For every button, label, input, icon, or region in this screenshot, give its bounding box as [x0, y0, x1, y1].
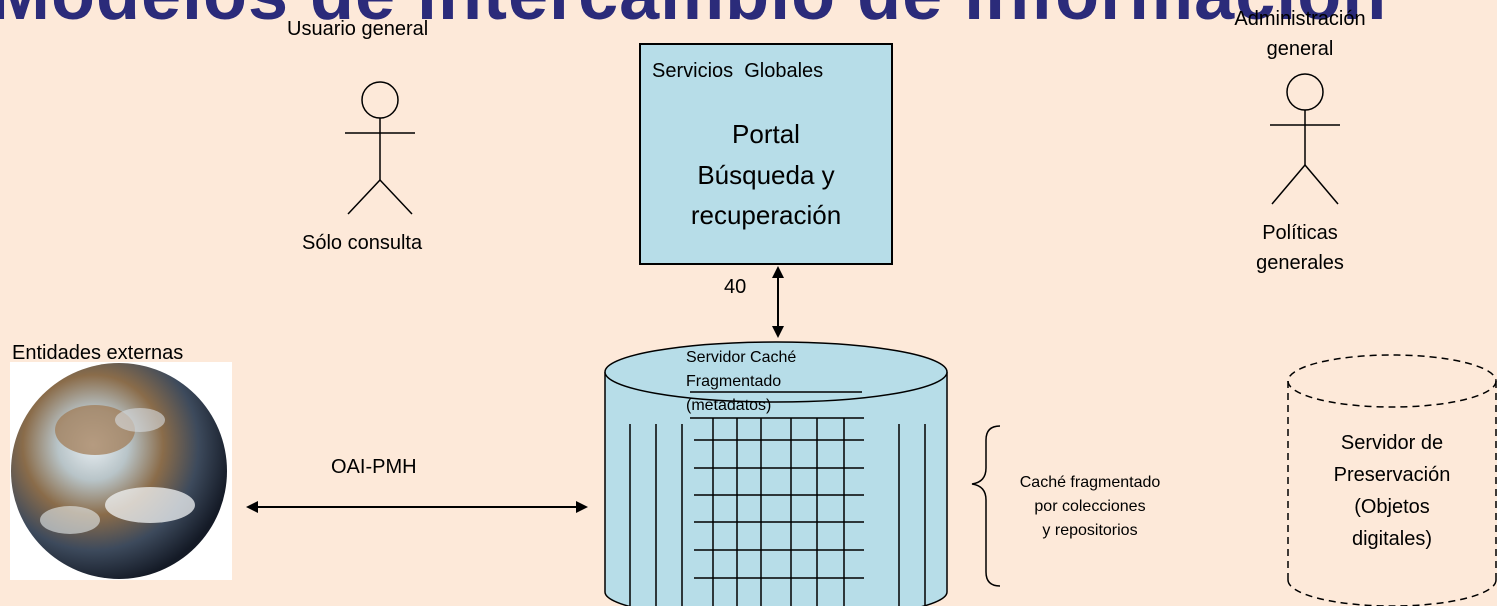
- protocol-label: OAI-PMH: [331, 456, 417, 478]
- fragment-note-2: por colecciones: [1034, 498, 1146, 515]
- preservation-label-3: (Objetos: [1354, 496, 1430, 518]
- preservation-label-1: Servidor de: [1340, 432, 1444, 454]
- earth-globe-icon: [10, 362, 232, 580]
- external-label: Entidades externas: [12, 342, 184, 364]
- portal-line-1: Portal: [732, 119, 800, 149]
- admin-bottom-label-2: generales: [1256, 252, 1344, 274]
- admin-top-label-1: Administración: [1234, 8, 1366, 30]
- admin-bottom-label-1: Políticas: [1262, 222, 1338, 244]
- cache-label-3: (metadatos): [686, 397, 772, 414]
- brace-icon: [971, 425, 1001, 587]
- cache-label-1: Servidor Caché: [686, 349, 797, 366]
- user-bottom-label: Sólo consulta: [302, 232, 423, 254]
- link-label: 40: [724, 276, 747, 298]
- cache-cylinder-icon: [604, 341, 948, 606]
- portal-line-3: recuperación: [690, 200, 842, 230]
- page-title: Modelos de intercambio de información: [0, 0, 1387, 36]
- portal-line-2: Búsqueda y: [697, 160, 835, 190]
- admin-top-label-2: general: [1266, 38, 1334, 60]
- user-actor-icon: [345, 81, 415, 215]
- preservation-label-4: digitales): [1351, 528, 1433, 550]
- portal-heading: Servicios Globales: [652, 60, 824, 82]
- fragment-note-3: y repositorios: [1042, 522, 1138, 539]
- admin-actor-icon: [1270, 73, 1340, 205]
- preservation-label-2: Preservación: [1333, 464, 1451, 486]
- fragment-note-1: Caché fragmentado: [1019, 474, 1161, 491]
- user-top-label: Usuario general: [287, 18, 429, 40]
- cache-label-2: Fragmentado: [686, 373, 782, 390]
- portal-box: [639, 43, 893, 265]
